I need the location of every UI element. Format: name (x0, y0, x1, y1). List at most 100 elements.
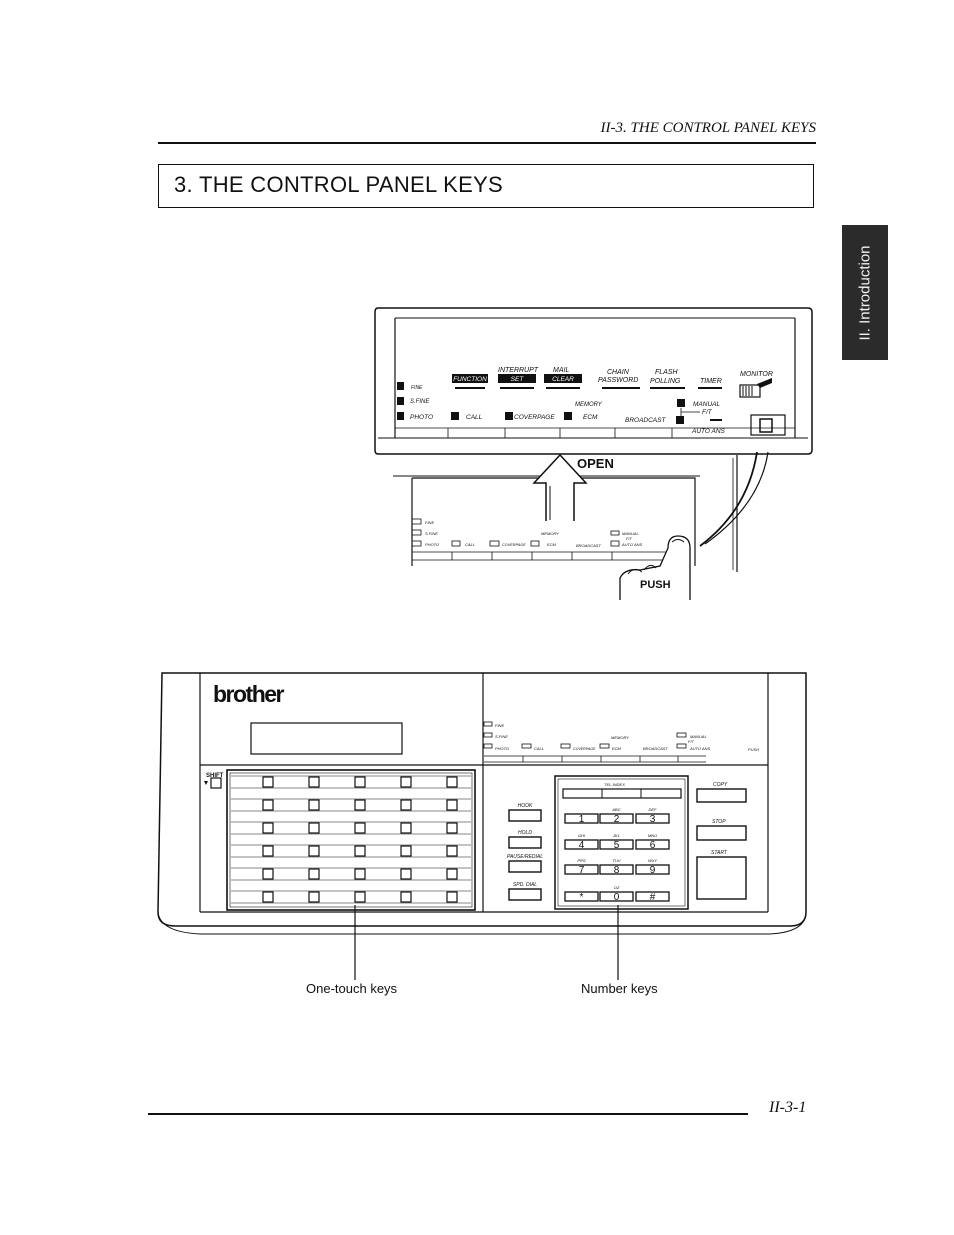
cover-sfine-label: S.FINE (425, 531, 438, 536)
chain-label: CHAIN (607, 369, 630, 376)
number-key-label: 6 (650, 840, 656, 851)
one-touch-key[interactable] (354, 776, 366, 788)
one-touch-key[interactable] (446, 845, 458, 857)
function-key[interactable] (452, 374, 488, 383)
tel-index-key[interactable] (562, 788, 682, 799)
machine-memory-label: MEMORY (611, 735, 629, 740)
number-key-label: 3 (650, 814, 656, 825)
machine-auto-ans-label: AUTO ANS (689, 746, 711, 751)
number-key-label: 8 (614, 865, 620, 876)
machine-ft-label: F/T (688, 739, 695, 744)
section-title: 3. THE CONTROL PANEL KEYS (174, 172, 504, 197)
number-key[interactable] (635, 813, 670, 824)
one-touch-key[interactable] (262, 845, 274, 857)
number-key-label: 1 (579, 814, 585, 825)
number-key[interactable] (635, 891, 670, 902)
machine-broadcast-label: BROADCAST (643, 746, 668, 751)
one-touch-key[interactable] (262, 822, 274, 834)
one-touch-key[interactable] (262, 891, 274, 903)
memory-label: MEMORY (575, 402, 603, 408)
keypad-letters-label: DEF (649, 807, 658, 812)
fine-led-label: FINE (411, 385, 423, 391)
number-key[interactable] (635, 864, 670, 875)
one-touch-key[interactable] (262, 776, 274, 788)
one-touch-key[interactable] (400, 845, 412, 857)
one-touch-key[interactable] (354, 799, 366, 811)
copy-label: COPY (713, 782, 728, 788)
one-touch-key[interactable] (446, 891, 458, 903)
one-touch-key[interactable] (400, 776, 412, 788)
flash-label: FLASH (655, 369, 679, 376)
function-key[interactable] (508, 809, 542, 822)
one-touch-key[interactable] (308, 868, 320, 880)
stop-key[interactable] (696, 825, 747, 841)
number-key[interactable] (564, 864, 599, 875)
machine-push-label: PUSH (748, 747, 759, 752)
machine-photo-label: PHOTO (495, 746, 509, 751)
number-key-label: 5 (614, 840, 620, 851)
one-touch-key[interactable] (354, 891, 366, 903)
one-touch-key[interactable] (354, 845, 366, 857)
keypad-letters-label: TUV (613, 858, 621, 863)
one-touch-key[interactable] (446, 868, 458, 880)
number-key[interactable] (564, 813, 599, 824)
one-touch-key[interactable] (262, 868, 274, 880)
manual-label: MANUAL (693, 401, 720, 408)
number-key[interactable] (564, 839, 599, 850)
set-key-label: SET (511, 376, 525, 383)
one-touch-key[interactable] (446, 799, 458, 811)
function-key[interactable] (508, 836, 542, 849)
keypad-letters-label: MNO (648, 833, 657, 838)
one-touch-key[interactable] (308, 822, 320, 834)
polling-label: POLLING (650, 378, 681, 385)
one-touch-keys (231, 775, 471, 904)
clear-key[interactable] (544, 374, 582, 383)
interrupt-label: INTERRUPT (498, 367, 539, 374)
number-keys-caption: Number keys (581, 981, 658, 996)
keypad-letters-label: GHI (578, 833, 586, 838)
number-key[interactable] (599, 839, 634, 850)
one-touch-key[interactable] (354, 822, 366, 834)
password-label: PASSWORD (598, 377, 638, 384)
cover-open-diagram: OPEN FINE S.FINE PHOTO CALL COVERPAGE EC… (393, 451, 769, 600)
fax-machine-front: brother FINE S.FINE PHOTO CALL COVERPAGE… (157, 672, 807, 935)
start-label: START (711, 850, 728, 856)
set-key[interactable] (498, 374, 536, 383)
one-touch-key[interactable] (308, 891, 320, 903)
one-touch-key[interactable] (308, 776, 320, 788)
shift-key[interactable] (210, 777, 222, 789)
one-touch-key[interactable] (308, 799, 320, 811)
one-touch-key[interactable] (400, 822, 412, 834)
one-touch-key[interactable] (308, 845, 320, 857)
number-key-label: 0 (614, 892, 620, 903)
one-touch-key[interactable] (400, 868, 412, 880)
function-key[interactable] (508, 860, 542, 873)
number-key[interactable] (635, 839, 670, 850)
number-key[interactable] (599, 813, 634, 824)
number-key-label: * (580, 892, 584, 903)
section-title-box: 3. THE CONTROL PANEL KEYS (158, 164, 814, 208)
number-key-label: 9 (650, 865, 656, 876)
open-label: OPEN (577, 456, 614, 471)
one-touch-key[interactable] (446, 776, 458, 788)
number-key[interactable] (599, 891, 634, 902)
one-touch-keys-caption: One-touch keys (306, 981, 398, 996)
coverpage-label: COVERPAGE (514, 414, 555, 421)
mail-label: MAIL (553, 367, 569, 374)
one-touch-key[interactable] (262, 799, 274, 811)
function-key[interactable] (508, 888, 542, 901)
copy-key[interactable] (696, 788, 747, 803)
ecm-label: ECM (583, 414, 598, 421)
broadcast-label: BROADCAST (625, 417, 666, 424)
auto-ans-label: AUTO ANS (691, 428, 726, 435)
number-key[interactable] (599, 864, 634, 875)
machine-coverpage-label: COVERPAGE (573, 747, 596, 751)
one-touch-key[interactable] (400, 891, 412, 903)
one-touch-key[interactable] (446, 822, 458, 834)
call-label: CALL (466, 414, 483, 421)
one-touch-key[interactable] (354, 868, 366, 880)
start-key[interactable] (696, 856, 747, 900)
number-key[interactable] (564, 891, 599, 902)
one-touch-key[interactable] (400, 799, 412, 811)
